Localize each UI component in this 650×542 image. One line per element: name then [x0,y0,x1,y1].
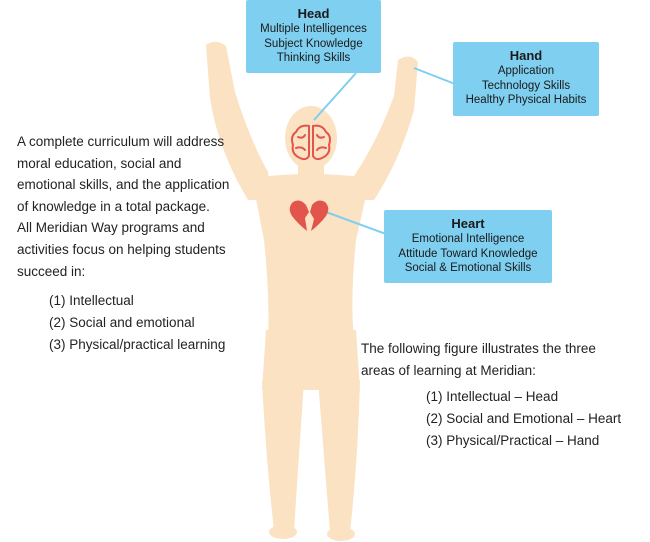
description-line: moral education, social and [17,155,182,171]
learning-areas-list: (1) Intellectual (2) Social and emotiona… [49,290,225,356]
hand-callout-line: Healthy Physical Habits [465,94,587,106]
description-line: emotional skills, and the application [17,177,230,193]
head-callout-line: Subject Knowledge [264,37,363,50]
head-callout: Head Multiple Intelligences Subject Know… [246,0,381,73]
figure-areas-list: (1) Intellectual – Head (2) Social and E… [426,386,621,452]
heart-connector [325,211,387,235]
curriculum-description: A complete curriculum will address moral… [17,131,247,282]
heart-callout-line: Attitude Toward Knowledge [398,247,538,260]
heart-icon [289,200,329,231]
description-line: A complete curriculum will address [17,134,225,149]
brain-icon [291,124,331,161]
figure-description: The following figure illustrates the thr… [361,338,641,381]
heart-callout: Heart Emotional Intelligence Attitude To… [384,210,552,283]
head-callout-line: Multiple Intelligences [260,23,367,35]
description-line: The following figure illustrates the thr… [361,341,596,356]
description-line: activities focus on helping students [17,241,226,257]
head-callout-line: Thinking Skills [276,52,351,64]
hand-callout: Hand Application Technology Skills Healt… [453,42,599,116]
connector-lines [313,67,456,235]
head-connector [313,72,357,121]
human-silhouette [206,41,418,541]
description-line: of knowledge in a total package. [17,198,210,214]
list-item: (3) Physical/practical learning [49,337,226,352]
hand-callout-line: Technology Skills [481,79,571,92]
heart-callout-line: Emotional Intelligence [411,233,525,245]
hand-callout-line: Application [497,65,555,77]
description-line: areas of learning at Meridian: [361,362,536,378]
heart-callout-line: Social & Emotional Skills [404,262,532,274]
list-item: (2) Social and Emotional – Heart [426,411,622,426]
list-item: (1) Intellectual [49,293,134,308]
head-callout-title: Head [297,6,330,21]
description-line: succeed in: [17,263,86,279]
list-item: (2) Social and emotional [49,315,195,330]
heart-callout-title: Heart [451,216,485,231]
hand-connector [413,67,456,85]
hand-callout-title: Hand [509,48,543,63]
list-item: (1) Intellectual – Head [426,389,559,404]
list-item: (3) Physical/Practical – Hand [426,433,600,448]
description-line: All Meridian Way programs and [17,220,205,236]
